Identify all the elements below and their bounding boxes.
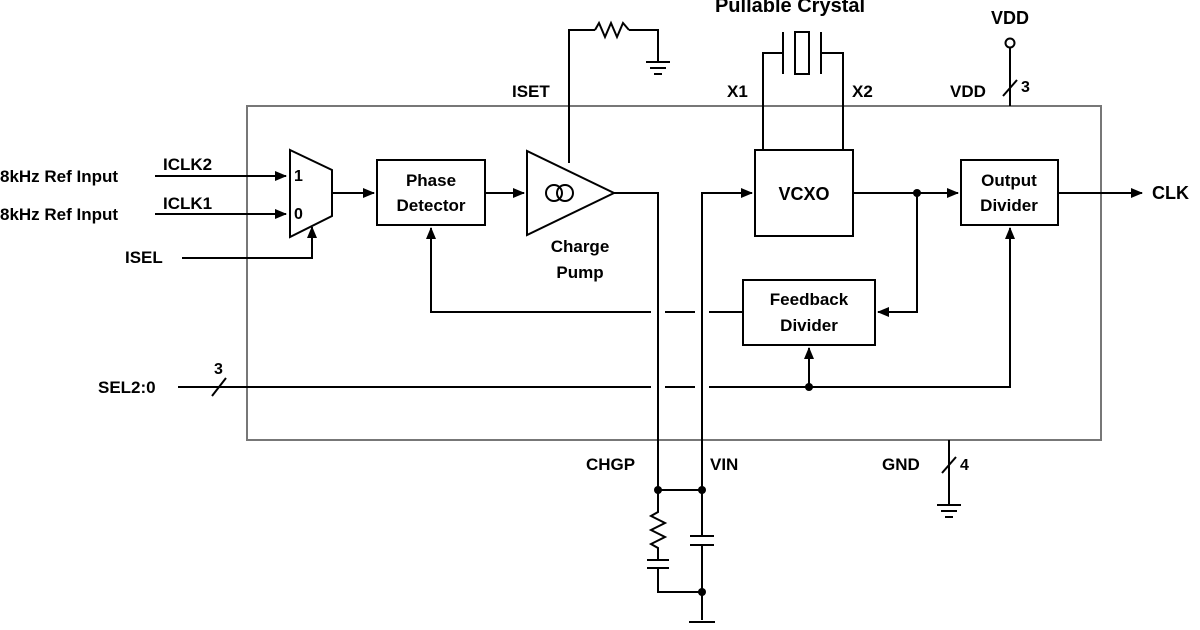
feedback-divider-label-1: Feedback <box>770 290 849 309</box>
gnd-label: GND <box>882 455 920 474</box>
iclk1-label: ICLK1 <box>163 194 212 213</box>
charge-pump-label-2: Pump <box>556 263 603 282</box>
output-divider-block <box>960 159 1059 226</box>
chip-boundary <box>246 105 1102 441</box>
x1-label: X1 <box>727 82 748 101</box>
ground-icon <box>937 504 961 518</box>
mux-input-1: 1 <box>294 168 303 185</box>
junction-dot <box>698 588 706 596</box>
bus-slash-icon <box>211 377 227 397</box>
input-label-1: 8kHz Ref Input <box>0 205 118 224</box>
loop-filter-resistor-icon <box>648 490 668 560</box>
chgp-label: CHGP <box>586 455 635 474</box>
crystal-icon <box>762 31 844 150</box>
vdd-top-label: VDD <box>991 8 1029 28</box>
bus-slash-icon <box>941 456 957 474</box>
mux-input-0: 0 <box>294 206 303 223</box>
current-source-icon <box>545 184 574 202</box>
feedback-divider-block <box>742 279 876 346</box>
input-mux <box>289 148 333 239</box>
vcxo-label: VCXO <box>778 184 829 204</box>
output-divider-label-2: Divider <box>980 196 1038 215</box>
isel-label: ISEL <box>125 248 163 267</box>
vdd-terminal-icon <box>1004 37 1016 49</box>
iset-label: ISET <box>512 82 550 101</box>
sel-label: SEL2:0 <box>98 378 156 397</box>
vdd-count: 3 <box>1021 79 1030 96</box>
crystal-title: Pullable Crystal <box>715 0 865 17</box>
ground-icon <box>646 61 670 75</box>
phase-detector-label-2: Detector <box>397 196 466 215</box>
feedback-divider-label-2: Divider <box>780 316 838 335</box>
charge-pump-label-1: Charge <box>551 237 610 256</box>
bus-slash-icon <box>1002 79 1018 97</box>
iclk2-label: ICLK2 <box>163 155 212 174</box>
clk-label: CLK <box>1152 183 1189 203</box>
phase-detector-block <box>376 159 486 226</box>
charge-pump-block <box>526 149 617 237</box>
input-label-2: 8kHz Ref Input <box>0 167 118 186</box>
iset-resistor-icon <box>594 20 630 40</box>
x2-label: X2 <box>852 82 873 101</box>
sel-count: 3 <box>214 361 223 378</box>
output-divider-label-1: Output <box>981 171 1037 190</box>
vdd-pin-label: VDD <box>950 82 986 101</box>
phase-detector-label-1: Phase <box>406 171 456 190</box>
vcxo-block <box>754 149 854 237</box>
gnd-count: 4 <box>960 457 969 474</box>
vin-label: VIN <box>710 455 738 474</box>
